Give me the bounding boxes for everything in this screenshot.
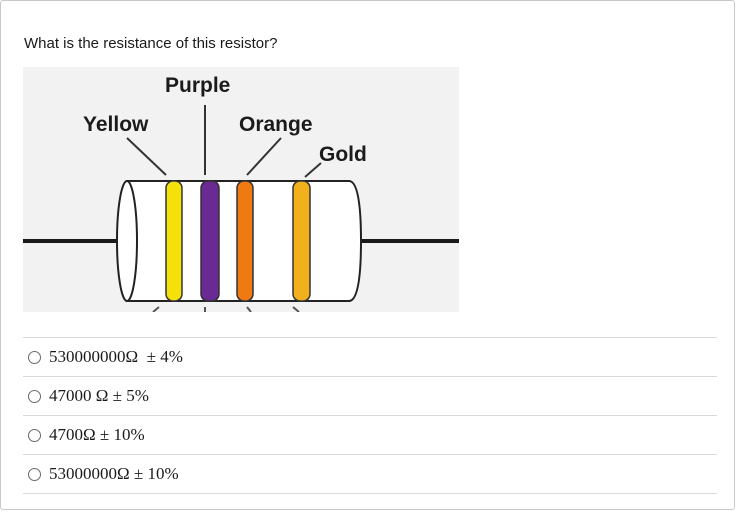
option-label: 53000000Ω ± 10% [49, 464, 179, 483]
resistor-end-cap [116, 180, 138, 302]
label-purple: Purple [165, 74, 230, 97]
label-orange: Orange [239, 113, 313, 136]
band-gold [292, 180, 311, 302]
resistor-figure: Purple Yellow Orange Gold [23, 67, 459, 312]
label-gold: Gold [319, 143, 367, 166]
bottom-tick-1 [152, 306, 160, 312]
bottom-tick-3 [246, 306, 252, 312]
radio-button[interactable] [28, 389, 41, 403]
label-yellow: Yellow [83, 113, 149, 136]
radio-button[interactable] [28, 428, 41, 442]
option-label: 4700Ω ± 10% [49, 425, 145, 444]
answer-option[interactable]: 47000 Ω ± 5% [23, 376, 717, 415]
leader-gold [304, 162, 322, 178]
radio-button[interactable] [28, 350, 41, 364]
leader-yellow [126, 137, 167, 176]
option-label: 530000000Ω ± 4% [49, 347, 183, 366]
answer-option[interactable]: 53000000Ω ± 10% [23, 454, 717, 494]
bottom-tick-4 [292, 306, 300, 312]
answer-option[interactable]: 4700Ω ± 10% [23, 415, 717, 454]
question-text: What is the resistance of this resistor? [24, 35, 278, 52]
answer-options: 530000000Ω ± 4% 47000 Ω ± 5% 4700Ω ± 10%… [23, 337, 717, 494]
answer-option[interactable]: 530000000Ω ± 4% [23, 337, 717, 376]
band-orange [236, 180, 254, 302]
leader-orange [246, 137, 282, 176]
band-yellow [165, 180, 183, 302]
option-label: 47000 Ω ± 5% [49, 386, 149, 405]
radio-button[interactable] [28, 467, 41, 481]
resistor-diagram: Purple Yellow Orange Gold [23, 74, 459, 312]
band-purple [200, 180, 220, 302]
